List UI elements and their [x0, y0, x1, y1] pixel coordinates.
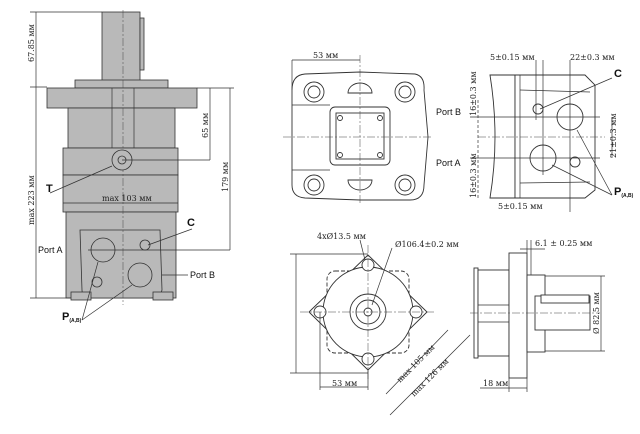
- flange-view: 4xØ13.5 мм Ø106.4±0.2 мм 53 мм max 105 м…: [290, 232, 471, 416]
- dim-21: 21±0.3 мм: [609, 113, 618, 158]
- dim-18: 18 мм: [483, 379, 508, 388]
- side-port-c: [532, 103, 544, 115]
- side-label-c: C: [614, 68, 622, 80]
- dim-5-bottom: 5±0.15 мм: [498, 202, 543, 211]
- dim-53-bottom: 53 мм: [332, 379, 357, 388]
- dim-holes: 4xØ13.5 мм: [317, 232, 366, 241]
- dim-pcd: Ø106.4±0.2 мм: [395, 240, 459, 249]
- dim-179: 179 мм: [221, 162, 230, 192]
- dim-16-bottom: 16±0.3 мм: [469, 153, 478, 198]
- dim-shaft-length: 67.85 мм: [27, 24, 36, 62]
- dim-22: 22±0.3 мм: [570, 53, 615, 62]
- motor-shaft: [101, 11, 141, 83]
- port-b: [127, 262, 153, 288]
- dim-82: Ø 82.5 мм: [592, 292, 601, 334]
- dim-65: 65 мм: [201, 113, 210, 138]
- side-view: 5±0.15 мм 22±0.3 мм C Port B Port A 16±0…: [436, 53, 634, 212]
- dim-6: 6.1 ± 0.25 мм: [535, 239, 592, 248]
- profile-view: 6.1 ± 0.25 мм Ø 82.5 мм 18 мм: [470, 239, 605, 392]
- front-view: 67.85 мм max 223 мм 65 мм 179 мм max 103…: [27, 10, 234, 324]
- label-port-b: Port B: [190, 270, 215, 280]
- side-label-port-b: Port B: [436, 107, 461, 117]
- label-t: T: [46, 183, 53, 195]
- top-view: 53 мм: [283, 51, 432, 205]
- label-port-a: Port A: [38, 245, 63, 255]
- dim-width: max 103 мм: [102, 194, 152, 203]
- side-label-port-a: Port A: [436, 158, 461, 168]
- side-label-p: P(A,B): [614, 186, 634, 199]
- dim-16-top: 16±0.3 мм: [469, 71, 478, 116]
- dim-5-top: 5±0.15 мм: [490, 53, 535, 62]
- mounting-flange: [46, 87, 198, 109]
- dim-total-length: max 223 мм: [27, 175, 36, 225]
- dim-53-top: 53 мм: [313, 51, 338, 60]
- label-p: P(A,B): [62, 311, 82, 324]
- label-c: C: [187, 217, 195, 229]
